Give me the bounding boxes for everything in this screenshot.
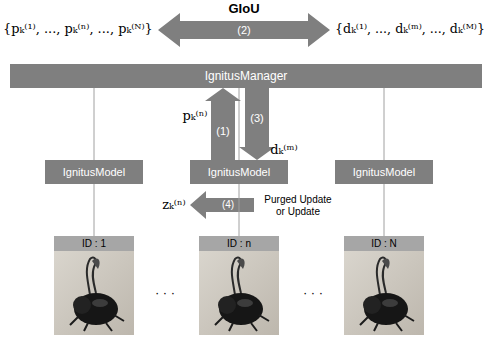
id-box: ID : n bbox=[199, 236, 279, 251]
link-line bbox=[239, 184, 240, 236]
model-box: IgnitusModel bbox=[335, 160, 433, 184]
process-arrow bbox=[239, 88, 275, 160]
node-text: ID : n bbox=[227, 238, 251, 249]
ellipsis: · · · bbox=[155, 286, 175, 301]
link-line bbox=[384, 88, 385, 160]
math-symbol: dₖ⁽ᵐ⁾ bbox=[270, 143, 297, 158]
link-line bbox=[384, 184, 385, 236]
id-box: ID : N bbox=[344, 236, 424, 251]
link-line bbox=[94, 184, 95, 236]
note-text: Purged Update or Update bbox=[263, 194, 333, 217]
math-symbol: pₖ⁽ⁿ⁾ bbox=[182, 109, 207, 124]
step-number: (3) bbox=[249, 112, 264, 124]
link-line bbox=[94, 88, 95, 160]
model-box: IgnitusModel bbox=[45, 160, 143, 184]
node-text: IgnitusModel bbox=[63, 166, 125, 178]
link-line bbox=[239, 88, 240, 160]
process-arrow bbox=[205, 88, 241, 160]
node-text: ID : 1 bbox=[82, 238, 106, 249]
set-formula: {dₖ⁽¹⁾, ..., dₖ⁽ᵐ⁾, ..., dₖ⁽ᴹ⁾} bbox=[335, 22, 485, 37]
ellipsis: · · · bbox=[303, 286, 323, 301]
model-box: IgnitusModel bbox=[190, 160, 288, 184]
metric-name: GIoU bbox=[228, 2, 259, 17]
node-text: IgnitusManager bbox=[205, 69, 288, 83]
set-formula: {pₖ⁽¹⁾, ..., pₖ⁽ⁿ⁾, ..., pₖ⁽ᴺ⁾} bbox=[3, 22, 153, 37]
step-number: (4) bbox=[222, 199, 234, 211]
id-box: ID : 1 bbox=[54, 236, 134, 251]
node-text: IgnitusModel bbox=[208, 166, 270, 178]
node-text: ID : N bbox=[371, 238, 397, 249]
node-text: IgnitusModel bbox=[353, 166, 415, 178]
step-number: (1) bbox=[215, 125, 230, 137]
step-number: (2) bbox=[237, 24, 250, 37]
manager-bar: IgnitusManager bbox=[10, 64, 482, 88]
math-symbol: zₖ⁽ⁿ⁾ bbox=[162, 198, 186, 213]
